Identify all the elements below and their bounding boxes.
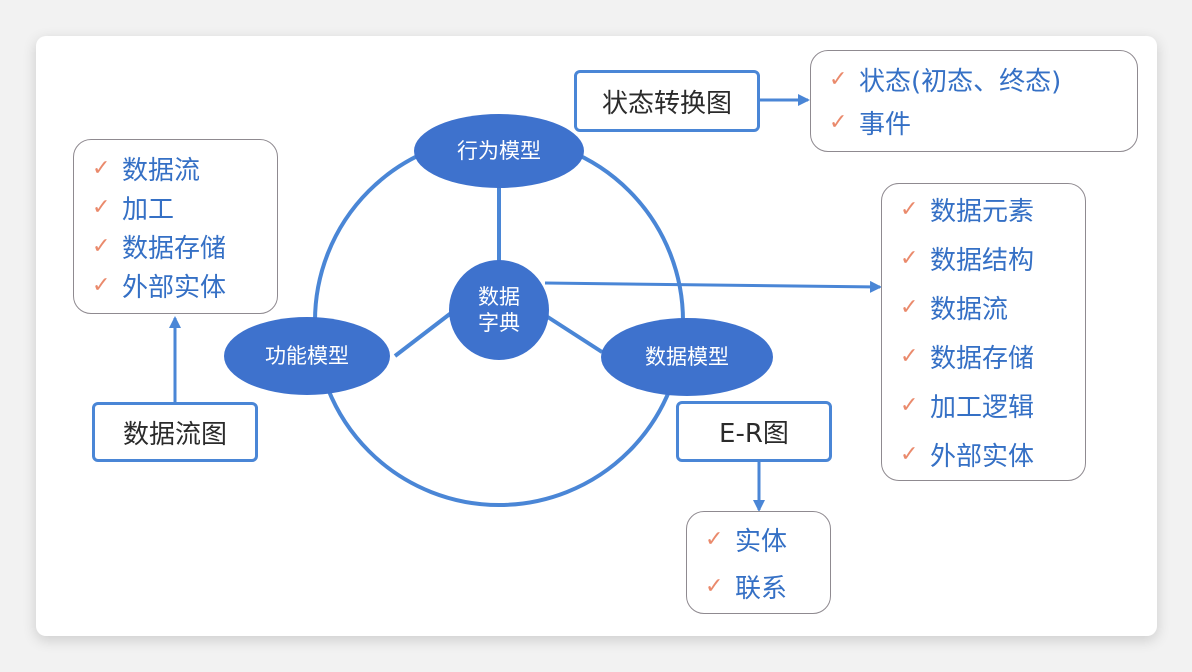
list-item: ✓ 数据存储 <box>900 338 1085 375</box>
list-item: ✓ 数据存储 <box>92 228 277 265</box>
list-item: ✓ 数据流 <box>900 289 1085 326</box>
data-dictionary-node <box>449 260 549 360</box>
state-transition-diagram-box: 状态转换图 <box>574 70 760 132</box>
dictionary-item-label: 加工逻辑 <box>930 393 1035 423</box>
dfd-item-label: 数据流 <box>122 155 201 186</box>
list-item: ✓ 加工 <box>92 189 277 226</box>
check-icon: ✓ <box>900 197 919 222</box>
dfd-item-label: 加工 <box>122 194 175 225</box>
dfd-item-label: 数据存储 <box>122 233 227 264</box>
list-item: ✓ 状态(初态、终态) <box>829 61 1137 98</box>
function-model-label: 功能模型 <box>265 343 349 368</box>
check-icon: ✓ <box>829 110 848 135</box>
dictionary-item-label: 外部实体 <box>930 442 1035 472</box>
dictionary-item-label: 数据元素 <box>930 197 1035 227</box>
list-item: ✓ 外部实体 <box>900 436 1085 473</box>
check-icon: ✓ <box>92 272 111 298</box>
data-model-label: 数据模型 <box>645 344 729 369</box>
list-item: ✓ 数据流 <box>92 150 277 187</box>
check-icon: ✓ <box>705 526 724 552</box>
data-dictionary-label: 数据 字典 <box>449 260 549 360</box>
dfd-element-list: ✓ 数据流 ✓ 加工 ✓ 数据存储 ✓ 外部实体 <box>73 139 278 314</box>
check-icon: ✓ <box>705 573 724 599</box>
data-dictionary-line2: 字典 <box>478 311 520 335</box>
er-element-list: ✓ 实体 ✓ 联系 <box>686 511 831 614</box>
function-model-node <box>224 317 390 395</box>
check-icon: ✓ <box>900 246 919 271</box>
data-dictionary-line1: 数据 <box>478 284 520 309</box>
check-icon: ✓ <box>829 67 848 92</box>
state-item-label: 事件 <box>859 110 912 140</box>
dictionary-item-label: 数据结构 <box>930 246 1035 276</box>
state-item-label: 状态(初态、终态) <box>859 67 1062 97</box>
data-model-node <box>601 318 773 396</box>
spoke-data <box>538 310 604 354</box>
list-item: ✓ 外部实体 <box>92 267 277 304</box>
list-item: ✓ 数据元素 <box>900 191 1085 228</box>
list-item: ✓ 数据结构 <box>900 240 1085 277</box>
dictionary-item-label: 数据存储 <box>930 344 1035 374</box>
check-icon: ✓ <box>900 344 919 369</box>
er-item-label: 联系 <box>735 573 788 604</box>
arrow-dictionary-to-list <box>544 280 882 293</box>
list-item: ✓ 联系 <box>705 568 830 605</box>
state-list: ✓ 状态(初态、终态) ✓ 事件 <box>810 50 1138 152</box>
behavior-model-node <box>414 114 584 188</box>
behavior-model-label: 行为模型 <box>457 138 541 163</box>
check-icon: ✓ <box>900 442 919 467</box>
spoke-function <box>393 308 457 358</box>
dictionary-item-label: 数据流 <box>930 295 1009 325</box>
dictionary-element-list: ✓ 数据元素 ✓ 数据结构 ✓ 数据流 ✓ 数据存储 ✓ 加工逻辑 ✓ 外部实体 <box>881 183 1086 481</box>
check-icon: ✓ <box>92 194 111 220</box>
dfd-item-label: 外部实体 <box>122 272 227 303</box>
list-item: ✓ 实体 <box>705 521 830 558</box>
check-icon: ✓ <box>900 295 919 320</box>
check-icon: ✓ <box>92 155 111 181</box>
er-diagram-box: E-R图 <box>676 401 832 462</box>
list-item: ✓ 加工逻辑 <box>900 387 1085 424</box>
check-icon: ✓ <box>900 393 919 418</box>
data-flow-diagram-box: 数据流图 <box>92 402 258 462</box>
list-item: ✓ 事件 <box>829 104 1137 141</box>
check-icon: ✓ <box>92 233 111 259</box>
er-item-label: 实体 <box>735 526 788 557</box>
